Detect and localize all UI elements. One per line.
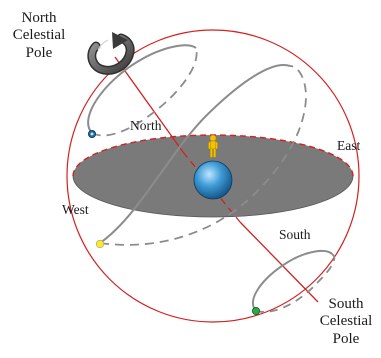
west-star-path-back <box>99 65 307 246</box>
north-star-path-back <box>91 47 198 137</box>
south-direction-label: South <box>279 227 311 242</box>
north-star-dot-inner <box>90 132 94 136</box>
south-star-path-back <box>255 253 336 313</box>
east-direction-label: East <box>337 138 361 153</box>
south-star-dot <box>251 306 260 315</box>
celestial-sphere-outline <box>66 29 360 323</box>
curved-rotation-arrow-icon <box>87 32 135 75</box>
north-celestial-pole-label: North Celestial Pole <box>2 10 76 62</box>
north-pole-line-2: Celestial <box>12 27 66 44</box>
person-figure-icon <box>208 134 218 158</box>
axis-north-segment <box>114 56 184 153</box>
west-star-dot <box>95 239 105 249</box>
north-pole-line-1: North <box>21 10 57 26</box>
axis-south-segment <box>239 221 319 303</box>
west-star-path-front <box>99 64 291 244</box>
north-star-path-front <box>87 44 197 134</box>
south-celestial-pole-label: South Celestial Pole <box>312 296 380 348</box>
earth-globe-icon <box>193 160 233 200</box>
south-pole-line-3: Pole <box>332 330 360 347</box>
horizon-front-edge <box>72 175 354 218</box>
axis-through-horizon <box>182 151 241 223</box>
south-pole-line-1: South <box>328 296 364 312</box>
north-pole-line-3: Pole <box>25 44 53 61</box>
south-star-path-front <box>252 249 333 312</box>
north-direction-label: North <box>130 118 162 133</box>
west-direction-label: West <box>62 202 89 217</box>
south-pole-line-2: Celestial <box>319 313 373 330</box>
